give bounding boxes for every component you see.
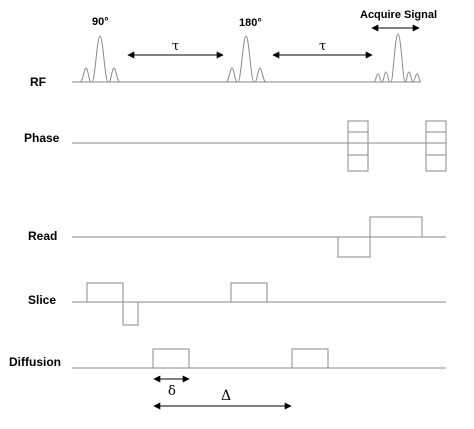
diffusion-label: Diffusion <box>9 355 61 369</box>
rf-row: τ τ <box>72 24 422 83</box>
phase-row <box>72 120 447 172</box>
pulse-180-label: 180° <box>239 17 262 29</box>
slice-select-180 <box>230 282 268 303</box>
rf-label: RF <box>30 75 46 89</box>
read-dephase-lobe <box>337 236 371 258</box>
read-label: Read <box>28 229 57 243</box>
diffusion-gradient-1 <box>152 348 190 369</box>
big-delta-label: Δ <box>221 388 231 404</box>
rf-180-pulse <box>225 35 267 83</box>
phase-encode-table-2 <box>425 120 447 172</box>
diffusion-gradient-2 <box>291 348 329 369</box>
slice-refocus-lobe <box>122 301 139 326</box>
small-delta-label: δ <box>168 384 176 399</box>
acquire-signal-label: Acquire Signal <box>360 9 437 21</box>
rf-echo-signal <box>373 33 422 83</box>
slice-select-90 <box>86 282 124 303</box>
phase-label: Phase <box>24 131 60 145</box>
phase-encode-table-1 <box>347 120 369 172</box>
pulse-90-label: 90° <box>92 16 109 28</box>
slice-row <box>72 282 446 326</box>
diffusion-row: δ Δ <box>72 348 446 410</box>
slice-label: Slice <box>28 293 56 307</box>
tau-label-1: τ <box>172 39 179 54</box>
read-readout-lobe <box>369 216 423 238</box>
tau-label-2: τ <box>319 39 326 54</box>
rf-90-pulse <box>79 35 121 83</box>
read-row <box>72 216 446 258</box>
